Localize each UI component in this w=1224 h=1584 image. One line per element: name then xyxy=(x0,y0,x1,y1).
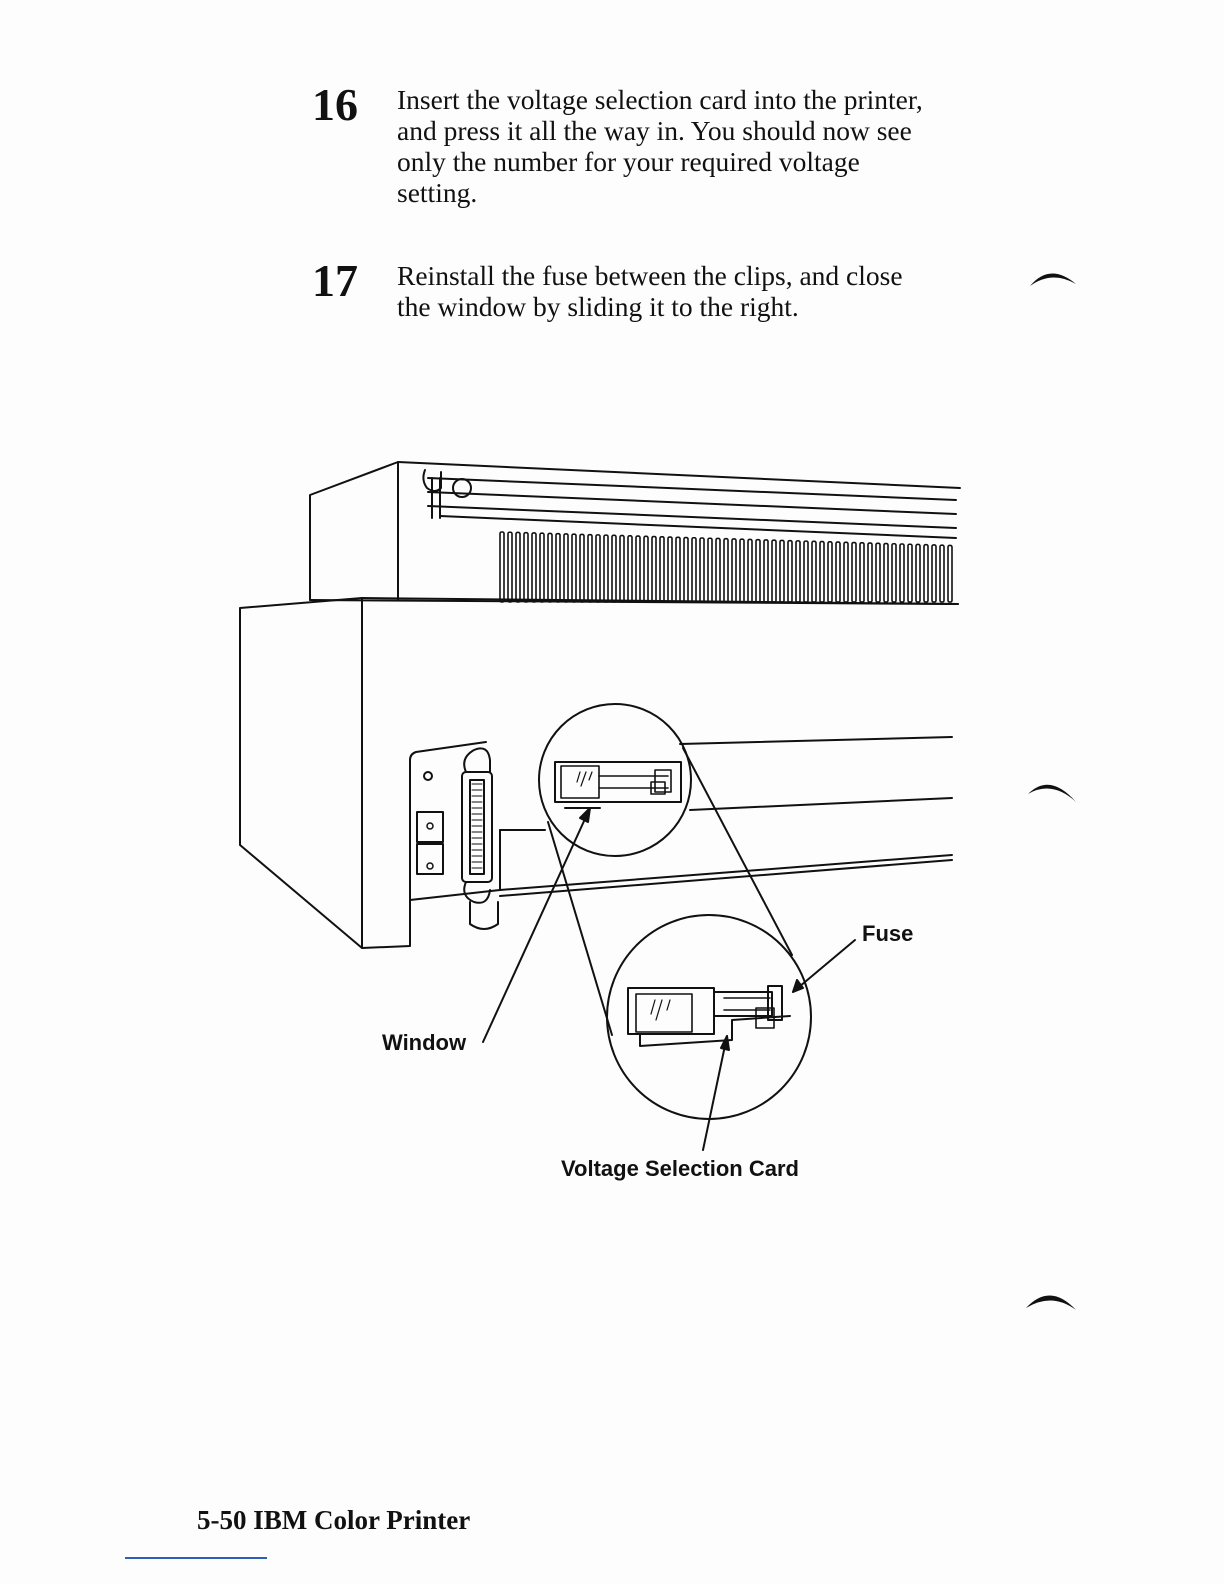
vent-slat xyxy=(627,535,633,603)
magnified-fuse-detail xyxy=(606,914,812,1120)
vent-slat xyxy=(803,540,809,603)
vent-slat xyxy=(883,542,889,603)
vent-slat xyxy=(947,544,953,603)
vent-slat xyxy=(891,542,897,603)
vent-slat xyxy=(531,532,537,603)
printer-base-housing xyxy=(239,597,959,949)
vent-slat xyxy=(843,541,849,603)
vent-slat xyxy=(923,543,929,603)
vent-slat xyxy=(827,541,833,603)
vent-slat xyxy=(563,533,569,603)
vent-slat xyxy=(715,537,721,603)
vent-slat xyxy=(931,544,937,603)
vent-slat xyxy=(603,534,609,603)
footer-rule xyxy=(125,1557,267,1559)
printer-vents xyxy=(499,531,953,603)
connector-panel xyxy=(409,741,499,930)
vent-slat xyxy=(675,536,681,603)
vent-slat xyxy=(779,539,785,603)
page-tab-mark-icon xyxy=(1030,273,1076,286)
vent-slat xyxy=(939,544,945,603)
vent-slat xyxy=(507,531,513,603)
window-detail-circle xyxy=(538,703,692,857)
page-footer: 5-50 IBM Color Printer xyxy=(197,1505,471,1535)
vent-slat xyxy=(899,543,905,603)
step-instruction: Reinstall the fuse between the clips, an… xyxy=(397,260,903,322)
step-number: 17 xyxy=(312,255,358,306)
vent-slat xyxy=(667,536,673,603)
vent-slat xyxy=(651,535,657,603)
page-tab-mark-icon xyxy=(1028,784,1076,802)
vent-slat xyxy=(851,541,857,603)
callout-leaders xyxy=(482,807,856,1151)
vent-slat xyxy=(547,532,553,603)
vent-slat xyxy=(811,540,817,603)
vent-slat xyxy=(795,540,801,603)
vent-slat xyxy=(595,534,601,603)
vent-slat xyxy=(635,535,641,603)
printer-top-housing xyxy=(309,461,961,605)
vent-slat xyxy=(731,538,737,603)
vent-slat xyxy=(867,542,873,603)
vent-slat xyxy=(611,534,617,603)
vent-slat xyxy=(499,531,505,603)
page-tab-mark-icon xyxy=(1026,1295,1076,1310)
magnification-lines xyxy=(547,747,793,1036)
step-instruction: Insert the voltage selection card into t… xyxy=(397,84,923,208)
vent-slat xyxy=(771,539,777,603)
vent-slat xyxy=(683,536,689,603)
vent-slat xyxy=(699,537,705,603)
vent-slat xyxy=(787,539,793,603)
vent-slat xyxy=(579,533,585,603)
vent-slat xyxy=(723,537,729,603)
fuse-label: Fuse xyxy=(862,921,914,946)
vent-slat xyxy=(539,532,545,603)
vent-slat xyxy=(747,538,753,603)
vent-slat xyxy=(523,531,529,603)
vent-slat xyxy=(555,532,561,603)
voltage-selection-card-label: Voltage Selection Card xyxy=(561,1156,799,1181)
vent-slat xyxy=(859,541,865,603)
vent-slat xyxy=(739,538,745,603)
step-number: 16 xyxy=(312,79,358,130)
printer-rear-illustration xyxy=(239,461,961,1151)
vent-slat xyxy=(643,535,649,603)
vent-slat xyxy=(691,536,697,603)
vent-slat xyxy=(755,538,761,603)
vent-slat xyxy=(915,543,921,603)
vent-slat xyxy=(763,539,769,603)
vent-slat xyxy=(875,542,881,603)
vent-slat xyxy=(707,537,713,603)
vent-slat xyxy=(571,533,577,603)
vent-slat xyxy=(619,534,625,603)
vent-slat xyxy=(515,531,521,603)
vent-slat xyxy=(907,543,913,603)
vent-slat xyxy=(587,533,593,603)
vent-slat xyxy=(659,535,665,603)
vent-slat xyxy=(835,541,841,603)
vent-slat xyxy=(819,540,825,603)
window-label: Window xyxy=(382,1030,467,1055)
